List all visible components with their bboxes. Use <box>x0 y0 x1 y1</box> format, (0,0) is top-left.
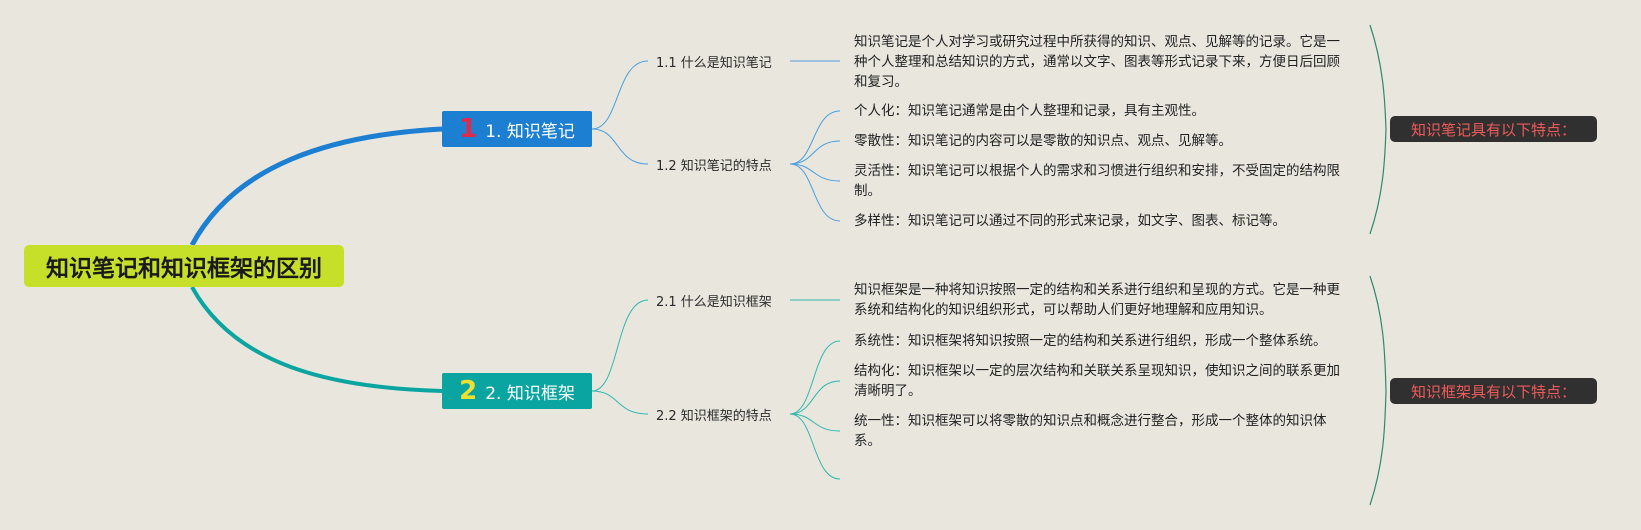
subtopic-notes-features[interactable]: 1.2 知识笔记的特点 <box>656 159 772 174</box>
leaf-notes-feature-diverse[interactable]: 多样性：知识笔记可以通过不同的形式来记录，如文字、图表、标记等。 <box>854 213 1286 229</box>
leaf-notes-feature-flexible[interactable]: 灵活性：知识笔记可以根据个人的需求和习惯进行组织和安排，不受固定的结构限制。 <box>854 163 1340 199</box>
number-badge-1: 1 <box>459 114 478 144</box>
leaf-framework-feature-structured[interactable]: 结构化：知识框架以一定的层次结构和关联关系呈现知识，使知识之间的联系更加清晰明了… <box>854 363 1340 399</box>
leaf-notes-feature-personal[interactable]: 个人化：知识笔记通常是由个人整理和记录，具有主观性。 <box>854 103 1205 119</box>
subtopic-what-is-framework[interactable]: 2.1 什么是知识框架 <box>656 295 772 310</box>
leaf-notes-feature-scattered[interactable]: 零散性：知识笔记的内容可以是零散的知识点、观点、见解等。 <box>854 133 1232 149</box>
leaf-framework-feature-unified[interactable]: 统一性：知识框架可以将零散的知识点和概念进行整合，形成一个整体的知识体系。 <box>854 413 1327 449</box>
branch-label: 1. 知识笔记 <box>485 121 575 142</box>
root-topic[interactable]: 知识笔记和知识框架的区别 <box>24 245 344 287</box>
branch-knowledge-notes[interactable]: 1 1. 知识笔记 <box>442 111 592 147</box>
summary-framework[interactable]: 知识框架具有以下特点： <box>1390 378 1597 404</box>
number-badge-2: 2 <box>459 376 478 406</box>
branch-knowledge-framework[interactable]: 2 2. 知识框架 <box>442 373 592 409</box>
summary-notes[interactable]: 知识笔记具有以下特点： <box>1390 116 1597 142</box>
branch-label: 2. 知识框架 <box>485 383 575 404</box>
subtopic-framework-features[interactable]: 2.2 知识框架的特点 <box>656 409 772 424</box>
leaf-framework-feature-systematic[interactable]: 系统性：知识框架将知识按照一定的结构和关系进行组织，形成一个整体系统。 <box>854 333 1327 349</box>
leaf-notes-definition[interactable]: 知识笔记是个人对学习或研究过程中所获得的知识、观点、见解等的记录。它是一种个人整… <box>854 34 1340 90</box>
leaf-framework-definition[interactable]: 知识框架是一种将知识按照一定的结构和关系进行组织和呈现的方式。它是一种更系统和结… <box>854 282 1340 318</box>
subtopic-what-is-notes[interactable]: 1.1 什么是知识笔记 <box>656 56 772 71</box>
